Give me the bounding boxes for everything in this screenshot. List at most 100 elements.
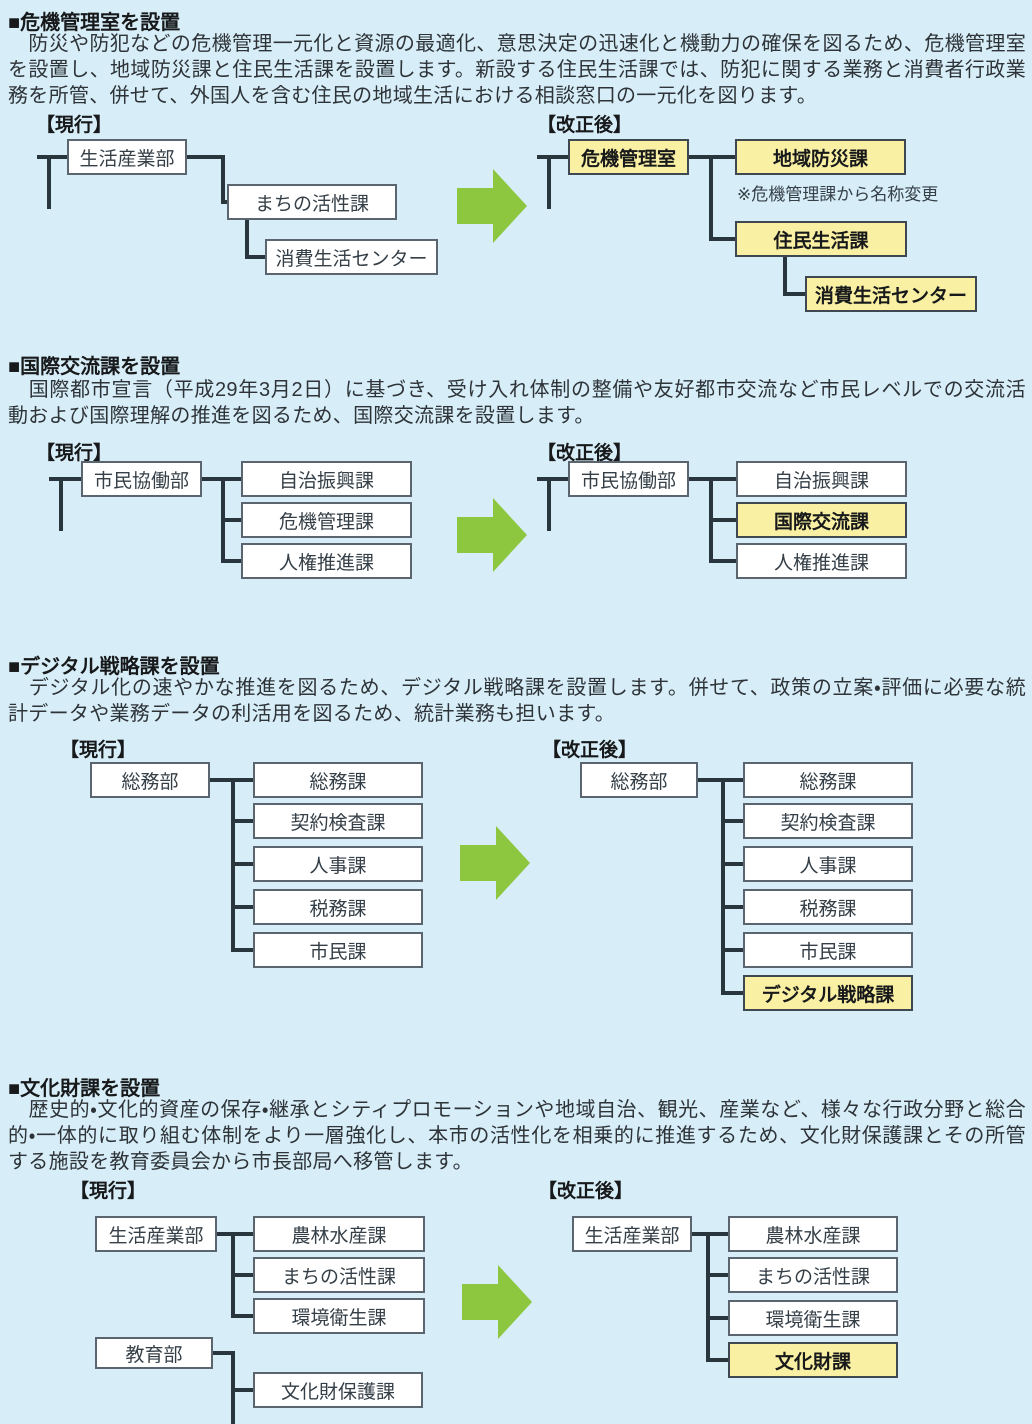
current-label: 【現行】 bbox=[36, 443, 113, 464]
connector-line bbox=[783, 292, 806, 296]
connector-line bbox=[709, 518, 736, 522]
connector-line bbox=[709, 237, 736, 241]
connector-line bbox=[221, 559, 241, 563]
connector-line bbox=[231, 1351, 235, 1424]
section-body: 歴史的・文化的資産の保存・継承とシティプロモーションや地域自治、観光、産業など、… bbox=[8, 1099, 1026, 1173]
org-box-highlighted: 住民生活課 bbox=[735, 221, 907, 257]
revised-label: 【改正後】 bbox=[537, 443, 633, 464]
org-box: 市民課 bbox=[743, 932, 913, 968]
org-box: 総務課 bbox=[253, 762, 423, 798]
org-box: 自治振興課 bbox=[736, 461, 907, 497]
org-box-highlighted: 消費生活センター bbox=[805, 276, 977, 312]
connector-line bbox=[537, 477, 569, 481]
arrow-right-icon bbox=[457, 169, 527, 243]
connector-line bbox=[231, 948, 253, 952]
org-box: 人事課 bbox=[253, 846, 423, 882]
org-box: 自治振興課 bbox=[241, 461, 412, 497]
org-box: 人権推進課 bbox=[241, 543, 412, 579]
current-label: 【現行】 bbox=[60, 740, 137, 761]
org-box: 消費生活センター bbox=[265, 239, 438, 275]
rename-note: ※危機管理課から名称変更 bbox=[737, 185, 939, 204]
org-box: 環境衛生課 bbox=[728, 1300, 898, 1336]
org-box: 総務部 bbox=[580, 762, 698, 798]
connector-line bbox=[547, 155, 551, 209]
section-heading: ■危機管理室を設置 bbox=[8, 12, 181, 34]
org-box: 人事課 bbox=[743, 846, 913, 882]
org-box: 総務課 bbox=[743, 762, 913, 798]
connector-line bbox=[706, 1358, 728, 1362]
org-box: 市民協働部 bbox=[568, 461, 689, 497]
connector-line bbox=[231, 819, 253, 823]
connector-line bbox=[698, 778, 743, 782]
connector-line bbox=[709, 559, 736, 563]
connector-line bbox=[221, 518, 241, 522]
connector-line bbox=[721, 862, 743, 866]
org-box: 人権推進課 bbox=[736, 543, 907, 579]
current-label: 【現行】 bbox=[70, 1181, 147, 1202]
org-box: 市民協働部 bbox=[81, 461, 202, 497]
org-box: 契約検査課 bbox=[743, 803, 913, 839]
org-box-highlighted: 国際交流課 bbox=[736, 502, 907, 538]
connector-line bbox=[692, 1232, 728, 1236]
revised-label: 【改正後】 bbox=[542, 740, 638, 761]
connector-line bbox=[721, 905, 743, 909]
org-box: 生活産業部 bbox=[67, 139, 187, 175]
connector-line bbox=[245, 220, 249, 259]
connector-line bbox=[245, 255, 266, 259]
org-box: 税務課 bbox=[743, 889, 913, 925]
connector-line bbox=[47, 155, 51, 209]
org-box: 総務部 bbox=[90, 762, 210, 798]
connector-line bbox=[706, 1316, 728, 1320]
section-heading: ■デジタル戦略課を設置 bbox=[8, 656, 220, 678]
org-box-highlighted: デジタル戦略課 bbox=[743, 975, 913, 1011]
connector-line bbox=[221, 155, 225, 204]
org-box: 税務課 bbox=[253, 889, 423, 925]
org-box: 生活産業部 bbox=[572, 1216, 692, 1252]
connector-line bbox=[37, 155, 68, 159]
org-box-highlighted: 危機管理室 bbox=[568, 139, 689, 175]
org-box: 教育部 bbox=[95, 1337, 213, 1369]
connector-line bbox=[231, 905, 253, 909]
org-box: まちの活性課 bbox=[227, 184, 397, 220]
connector-line bbox=[231, 1314, 253, 1318]
connector-line bbox=[49, 477, 82, 481]
section-heading: ■国際交流課を設置 bbox=[8, 356, 181, 378]
section-body: デジタル化の速やかな推進を図るため、デジタル戦略課を設置します。併せて、政策の立… bbox=[8, 677, 1026, 725]
current-label: 【現行】 bbox=[36, 115, 113, 136]
connector-line bbox=[231, 1388, 253, 1392]
connector-line bbox=[59, 477, 63, 531]
org-box-highlighted: 文化財課 bbox=[728, 1342, 898, 1378]
connector-line bbox=[213, 1351, 235, 1355]
connector-line bbox=[706, 1232, 710, 1362]
org-box: 農林水産課 bbox=[728, 1216, 898, 1252]
connector-line bbox=[221, 200, 229, 204]
connector-line bbox=[721, 948, 743, 952]
org-box: 危機管理課 bbox=[241, 502, 412, 538]
org-box: 生活産業部 bbox=[95, 1216, 217, 1252]
connector-line bbox=[721, 819, 743, 823]
connector-line bbox=[721, 778, 725, 995]
section-heading: ■文化財課を設置 bbox=[8, 1078, 161, 1100]
connector-line bbox=[187, 155, 225, 159]
connector-line bbox=[231, 862, 253, 866]
org-box: 農林水産課 bbox=[253, 1216, 425, 1252]
connector-line bbox=[231, 1273, 253, 1277]
connector-line bbox=[547, 477, 551, 531]
connector-line bbox=[721, 991, 743, 995]
arrow-right-icon bbox=[462, 1265, 532, 1339]
section-body: 国際都市宣言（平成29年3月2日）に基づき、受け入れ体制の整備や友好都市交流など… bbox=[8, 379, 1026, 427]
org-box: 環境衛生課 bbox=[253, 1298, 425, 1334]
org-box-highlighted: 地域防災課 bbox=[735, 139, 906, 175]
connector-line bbox=[706, 1273, 728, 1277]
org-box: 契約検査課 bbox=[253, 803, 423, 839]
connector-line bbox=[783, 257, 787, 296]
connector-line bbox=[537, 155, 569, 159]
org-box: まちの活性課 bbox=[728, 1257, 898, 1293]
revised-label: 【改正後】 bbox=[538, 1181, 634, 1202]
connector-line bbox=[709, 155, 713, 241]
org-box: 市民課 bbox=[253, 932, 423, 968]
section-body: 防災や防犯などの危機管理一元化と資源の最適化、意思決定の迅速化と機動力の確保を図… bbox=[8, 33, 1026, 107]
org-box: 文化財保護課 bbox=[253, 1372, 423, 1408]
arrow-right-icon bbox=[460, 826, 530, 900]
